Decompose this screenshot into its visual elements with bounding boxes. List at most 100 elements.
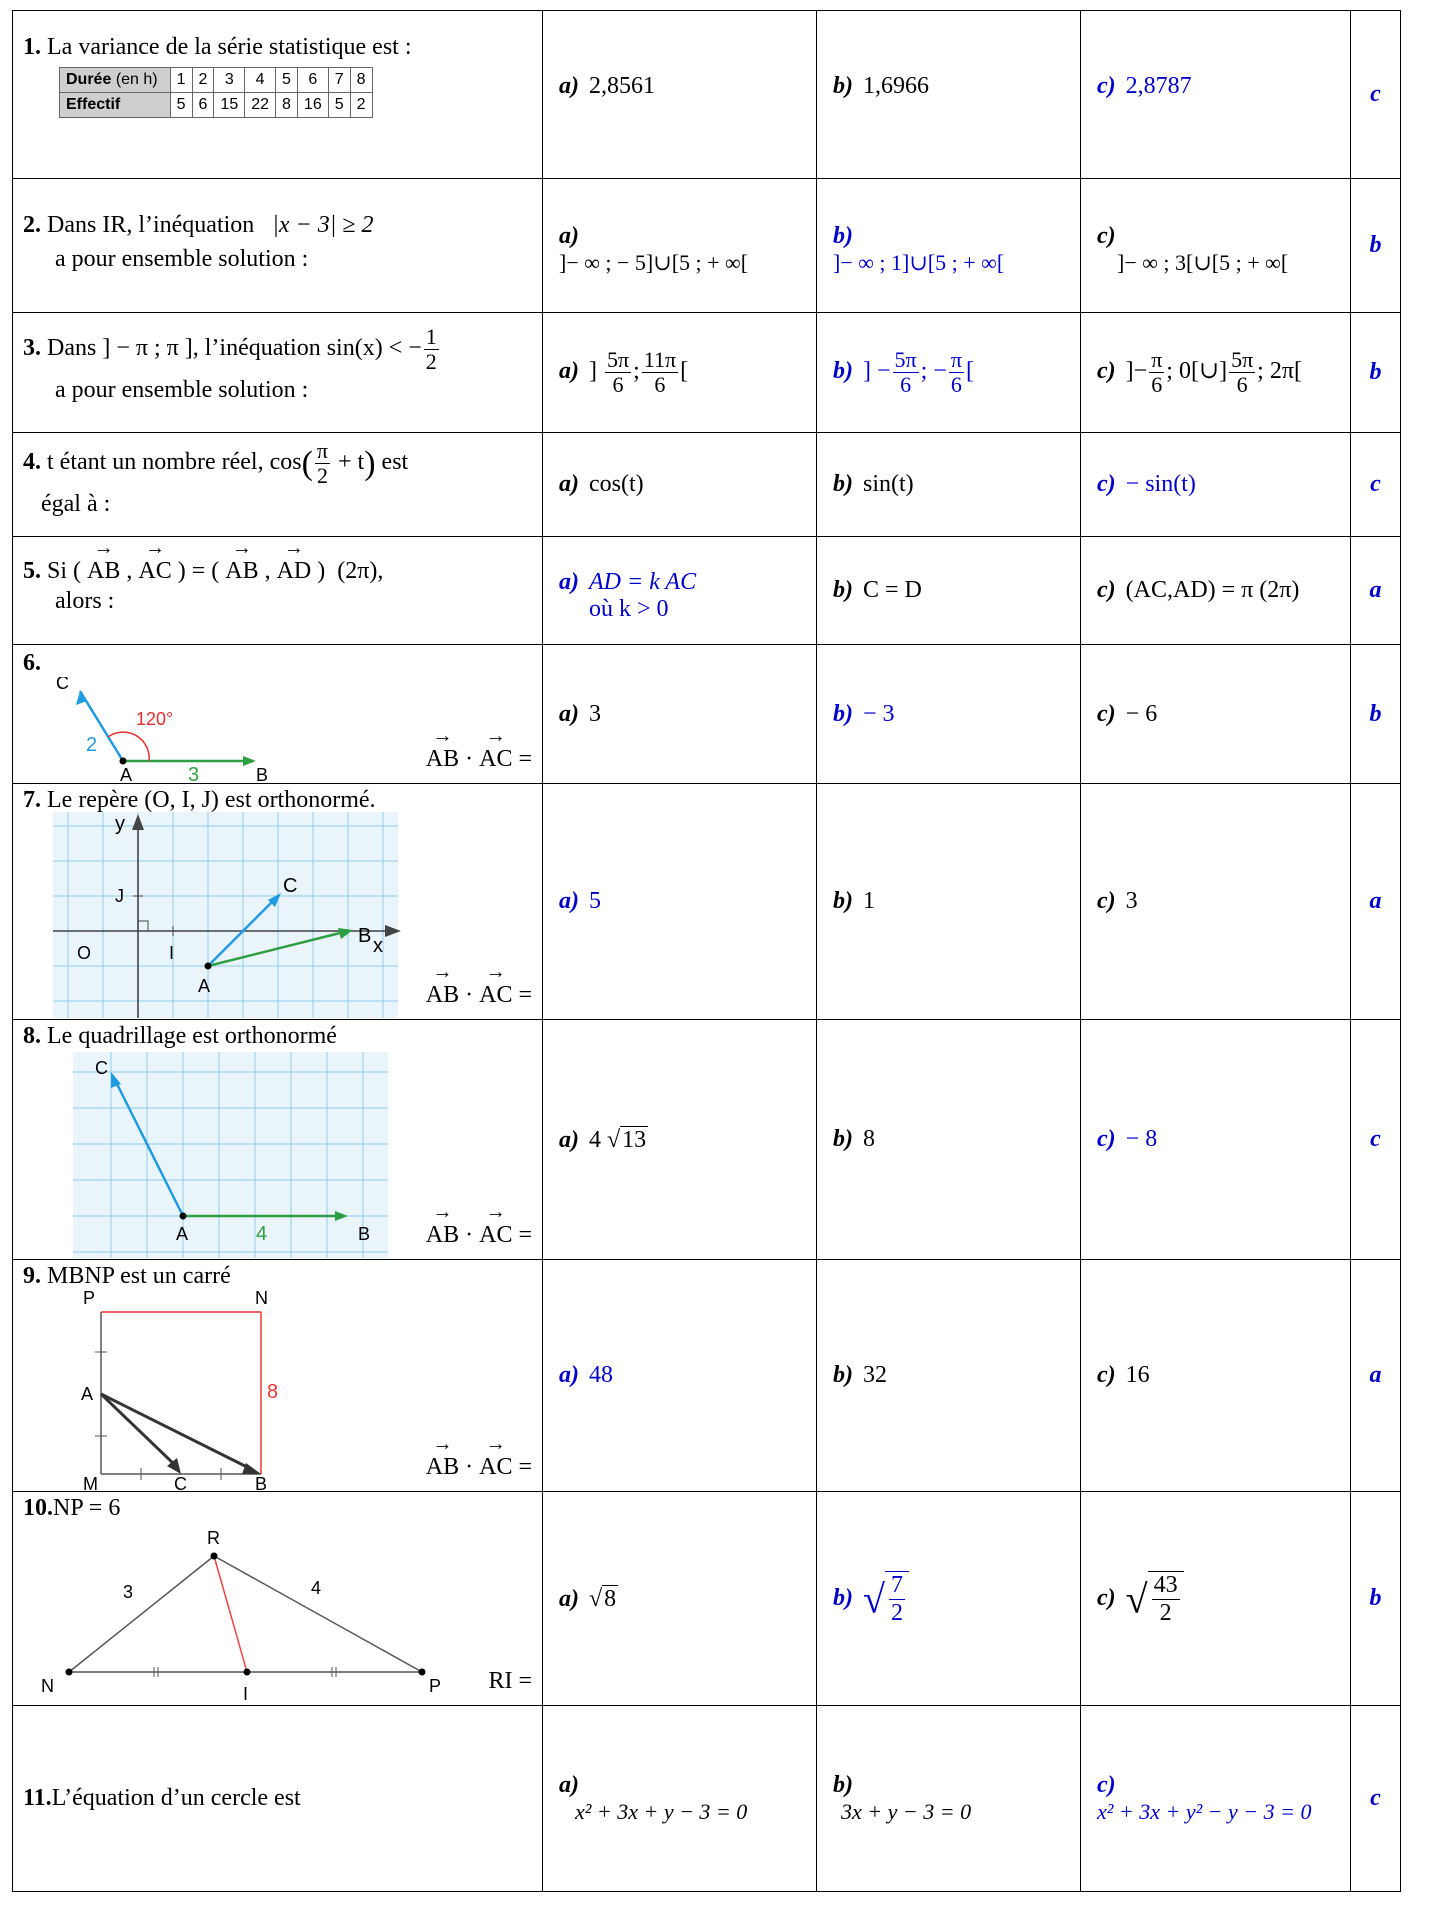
option-a[interactable]: a)√8: [542, 1491, 817, 1706]
option-b[interactable]: b)C = D: [816, 536, 1081, 645]
length-label: 2: [86, 734, 97, 756]
option-a[interactable]: a)cos(t): [542, 432, 817, 537]
option-letter: a): [559, 1772, 579, 1798]
option-letter: c): [1097, 471, 1116, 497]
point-label-c: C: [283, 875, 297, 897]
option-a[interactable]: a)x² + 3x + y − 3 = 0: [542, 1705, 817, 1892]
length-label: 4: [256, 1223, 267, 1245]
option-c[interactable]: c)(AC,AD) = π (2π): [1080, 536, 1351, 645]
angle-label: 120°: [136, 709, 173, 729]
axis-label-y: y: [115, 813, 125, 835]
option-letter: b): [833, 1362, 853, 1388]
numerator: 5π: [892, 346, 919, 373]
vector-ac: AC: [138, 555, 171, 589]
point-label-c: C: [56, 677, 69, 693]
bracket: ]: [589, 358, 597, 385]
dot: ·: [465, 1454, 474, 1481]
question-number: 2.: [23, 212, 41, 238]
table-cell: 2: [191, 66, 215, 93]
point-label-a: A: [198, 976, 210, 996]
inequation: |x − 3| ≥ 2: [272, 212, 374, 238]
grid-figure: C A 4 B: [73, 1052, 388, 1258]
option-value: − 8: [1125, 1126, 1158, 1152]
vector-ab: AB: [426, 743, 459, 777]
point-label-a: A: [81, 1384, 93, 1404]
option-b[interactable]: b)]− ∞ ; 1]∪[5 ; + ∞[: [816, 178, 1081, 313]
option-b[interactable]: b)3x + y − 3 = 0: [816, 1705, 1081, 1892]
separator: ; −: [920, 358, 947, 385]
option-letter: a): [559, 471, 579, 497]
angle-figure: C A B 120° 2 3: [56, 677, 268, 781]
table-cell: 6: [296, 66, 329, 93]
option-a[interactable]: a)]− ∞ ; − 5]∪[5 ; + ∞[: [542, 178, 817, 313]
length-label: 4: [311, 1578, 321, 1598]
option-b[interactable]: b) 1: [816, 783, 1081, 1020]
question-text: Le quadrillage est orthonormé: [47, 1023, 337, 1049]
numerator: 5π: [605, 346, 632, 373]
numerator: π: [314, 438, 331, 465]
option-letter: b): [833, 73, 853, 99]
option-c[interactable]: c)− 6: [1080, 644, 1351, 784]
table-cell: 7: [327, 66, 351, 93]
vector-ac: AC: [479, 979, 512, 1013]
option-b[interactable]: b)1,6966: [816, 10, 1081, 179]
option-value: 32: [863, 1362, 887, 1388]
option-value: 48: [589, 1362, 613, 1388]
option-c[interactable]: c)x² + 3x + y² − y − 3 = 0: [1080, 1705, 1351, 1892]
option-value: AD = k AC: [589, 568, 697, 595]
vector-ab: AB: [426, 1451, 459, 1485]
option-a[interactable]: a) 3: [542, 644, 817, 784]
option-value: ]− ∞ ; − 5]∪[5 ; + ∞[: [559, 250, 749, 275]
point-label-b: B: [358, 1224, 370, 1244]
option-c[interactable]: c)16: [1080, 1259, 1351, 1492]
vector-ab: AB: [87, 555, 120, 589]
bracket: [: [680, 358, 689, 385]
option-b[interactable]: b) 32: [816, 1259, 1081, 1492]
point-label-a: A: [176, 1224, 188, 1244]
option-c[interactable]: c)3: [1080, 783, 1351, 1020]
option-value: 3: [589, 700, 601, 727]
option-a[interactable]: a)4 √13: [542, 1019, 817, 1260]
question-text-2: alors :: [55, 587, 115, 614]
question-row-8: 8. Le quadrillage est orthonormé C A 4 B…: [12, 1019, 1401, 1260]
vector-ac: AC: [479, 1219, 512, 1253]
question-text: Le repère (O, I, J) est orthonormé.: [47, 787, 376, 813]
option-letter: a): [559, 700, 579, 727]
option-a[interactable]: a)2,8561: [542, 10, 817, 179]
bracket: ]−: [1125, 358, 1148, 385]
question-number: 9.: [23, 1263, 41, 1289]
length-label: 3: [123, 1582, 133, 1602]
option-c[interactable]: c)− sin(t): [1080, 432, 1351, 537]
option-b[interactable]: b)− 3: [816, 644, 1081, 784]
answer-letter: c: [1350, 432, 1401, 537]
option-b[interactable]: b)sin(t): [816, 432, 1081, 537]
point-label-p: P: [429, 1676, 441, 1696]
option-a[interactable]: a)48: [542, 1259, 817, 1492]
denominator: 6: [612, 372, 624, 397]
option-a[interactable]: a)5: [542, 783, 817, 1020]
option-c[interactable]: c)− 8: [1080, 1019, 1351, 1260]
answer-letter: b: [1350, 644, 1401, 784]
dot-product-expression: AB · AC =: [426, 1219, 532, 1253]
option-b[interactable]: b)8: [816, 1019, 1081, 1260]
option-letter: b): [833, 888, 853, 914]
table-header-effectif: Effectif: [59, 91, 171, 119]
option-c[interactable]: c)]− ∞ ; 3[∪[5 ; + ∞[: [1080, 178, 1351, 313]
table-cell: 2: [349, 91, 373, 119]
answer-letter: b: [1350, 312, 1401, 433]
vector-ab: AB: [225, 555, 258, 589]
question-number: 1.: [23, 34, 41, 60]
bracket: [: [965, 358, 974, 385]
option-value: 1: [863, 888, 875, 914]
table-cell: 15: [213, 91, 246, 119]
option-value: 5: [589, 888, 601, 914]
option-c[interactable]: c)2,8787: [1080, 10, 1351, 179]
